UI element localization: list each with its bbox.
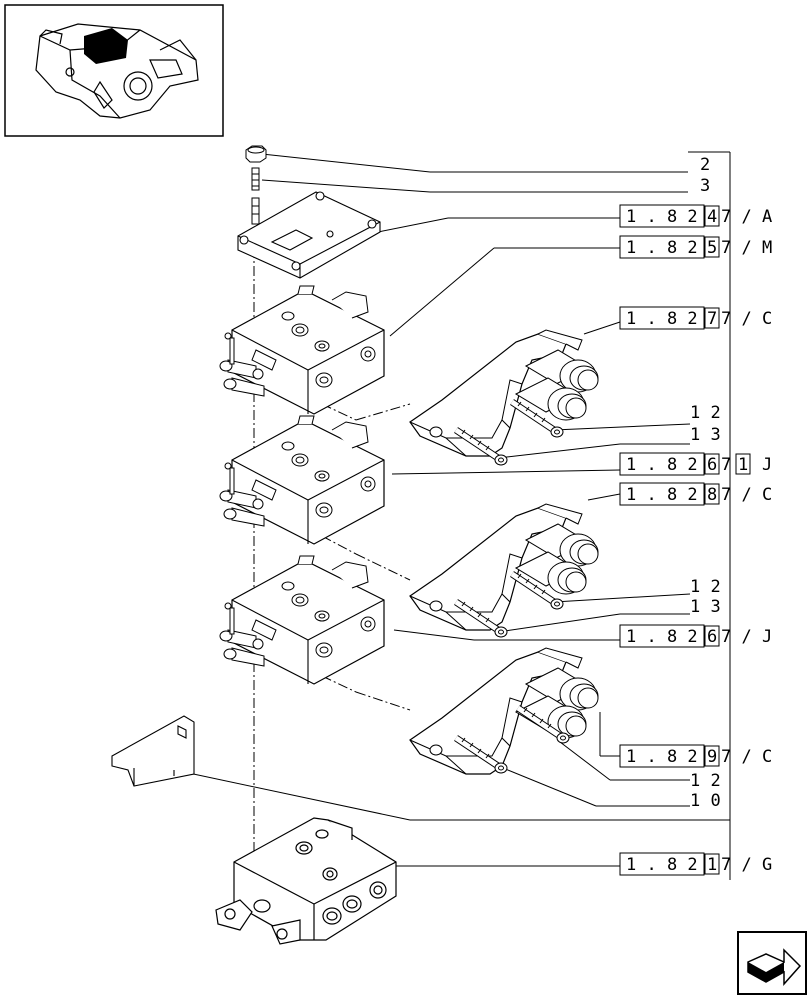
valve-section-2: [219, 415, 385, 545]
reference-suffix: 7 / J: [721, 627, 772, 647]
reference-box-digit: 1: [707, 855, 717, 875]
inlet-valve-section: [215, 817, 397, 945]
next-page-arrow-icon[interactable]: [737, 931, 807, 995]
alignment-lines: [253, 230, 411, 880]
valve-section-3: [219, 555, 385, 685]
assembly-thumbnail[interactable]: [4, 4, 224, 137]
reference-box-digit-2: 1: [738, 455, 748, 475]
callout-13a: 1 3: [690, 425, 721, 445]
reference-box-digit: 6: [707, 627, 717, 647]
reference-prefix: 1 . 8 2: [626, 747, 698, 767]
callout-12a: 1 2: [690, 403, 721, 423]
callout-numbers: 2 3 1 2 1 3 1 2 1 3 1 2 1 0: [690, 155, 721, 811]
reference-box-digit: 7: [707, 309, 717, 329]
reference-suffix: 7 / A: [721, 207, 772, 227]
reference-box-digit: 6: [707, 455, 717, 475]
reference-prefix: 1 . 8 2: [626, 238, 698, 258]
reference-mid: 7: [721, 455, 731, 475]
reference-suffix: 7 / G: [721, 855, 772, 875]
reference-prefix: 1 . 8 2: [626, 855, 698, 875]
reference-suffix: 7 / M: [721, 238, 772, 258]
callout-13b: 1 3: [690, 597, 721, 617]
reference-box-digit: 5: [707, 238, 717, 258]
leader-lines: [183, 153, 730, 867]
stud-part-3: [251, 167, 260, 225]
reference-prefix: 1 . 8 2: [626, 207, 698, 227]
reference-suffix: 7 / C: [721, 309, 772, 329]
reference-box-digit: 8: [707, 485, 717, 505]
valve-section-1: [219, 285, 385, 415]
reference-prefix: 1 . 8 2: [626, 455, 698, 475]
reference-suffix: 7 / C: [721, 485, 772, 505]
reference-suffix: J: [762, 455, 772, 475]
callout-3: 3: [700, 176, 710, 196]
reference-prefix: 1 . 8 2: [626, 485, 698, 505]
callout-10: 1 0: [690, 791, 721, 811]
reference-box-digit: 4: [707, 207, 717, 227]
nut-part-2: [245, 145, 267, 163]
reference-prefix: 1 . 8 2: [626, 627, 698, 647]
reference-prefix: 1 . 8 2: [626, 309, 698, 329]
callout-12b: 1 2: [690, 577, 721, 597]
cover-plate: [237, 191, 381, 279]
reference-suffix: 7 / C: [721, 747, 772, 767]
gasket-plate: [111, 715, 195, 787]
manifold-1: [409, 329, 599, 457]
callout-2: 2: [700, 155, 710, 175]
manifold-3: [409, 647, 599, 775]
manifold-2: [409, 503, 599, 631]
reference-box-digit: 9: [707, 747, 717, 767]
callout-12c: 1 2: [690, 771, 721, 791]
reference-bracket: [688, 151, 731, 880]
